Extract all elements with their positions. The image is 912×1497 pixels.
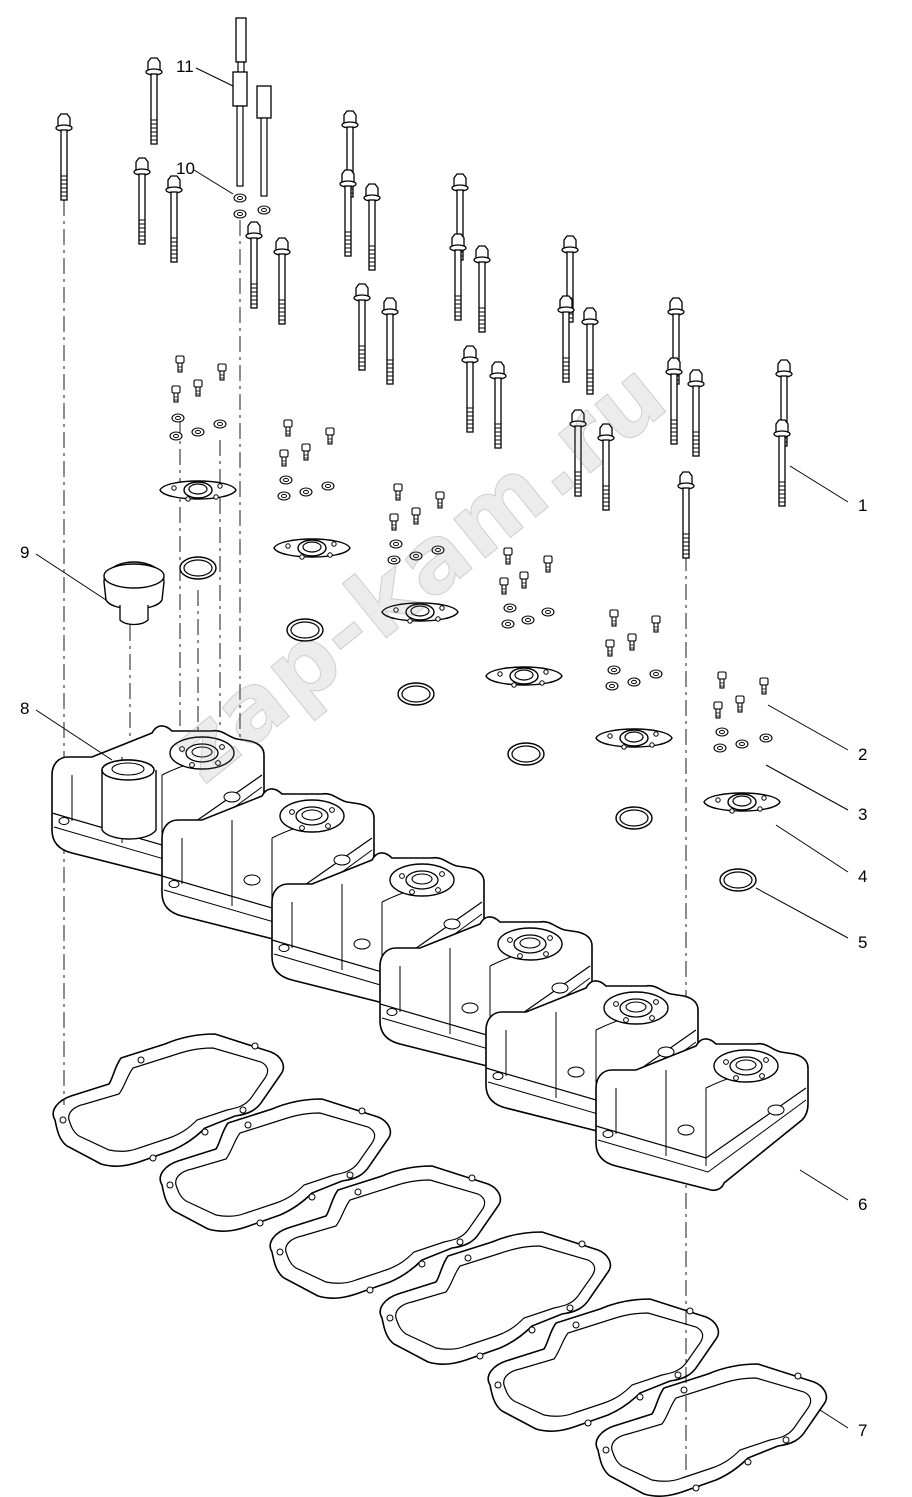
callout-6: 6: [858, 1195, 868, 1214]
callout-2: 2: [858, 745, 868, 764]
studs-and-spacers: [232, 17, 272, 219]
filler-neck: [101, 759, 157, 840]
callout-1: 1: [858, 496, 868, 515]
callout-8: 8: [20, 699, 30, 718]
callout-7: 7: [858, 1421, 868, 1440]
bolts: [55, 57, 793, 559]
valve-covers: [51, 725, 809, 1192]
callout-9: 9: [20, 543, 30, 562]
callout-5: 5: [858, 933, 868, 952]
callout-3: 3: [858, 805, 868, 824]
filler-cap: [103, 561, 165, 626]
callout-10: 10: [176, 159, 195, 178]
callout-11: 11: [176, 57, 194, 76]
callout-4: 4: [858, 867, 868, 886]
leader-lines: [35, 67, 849, 1429]
